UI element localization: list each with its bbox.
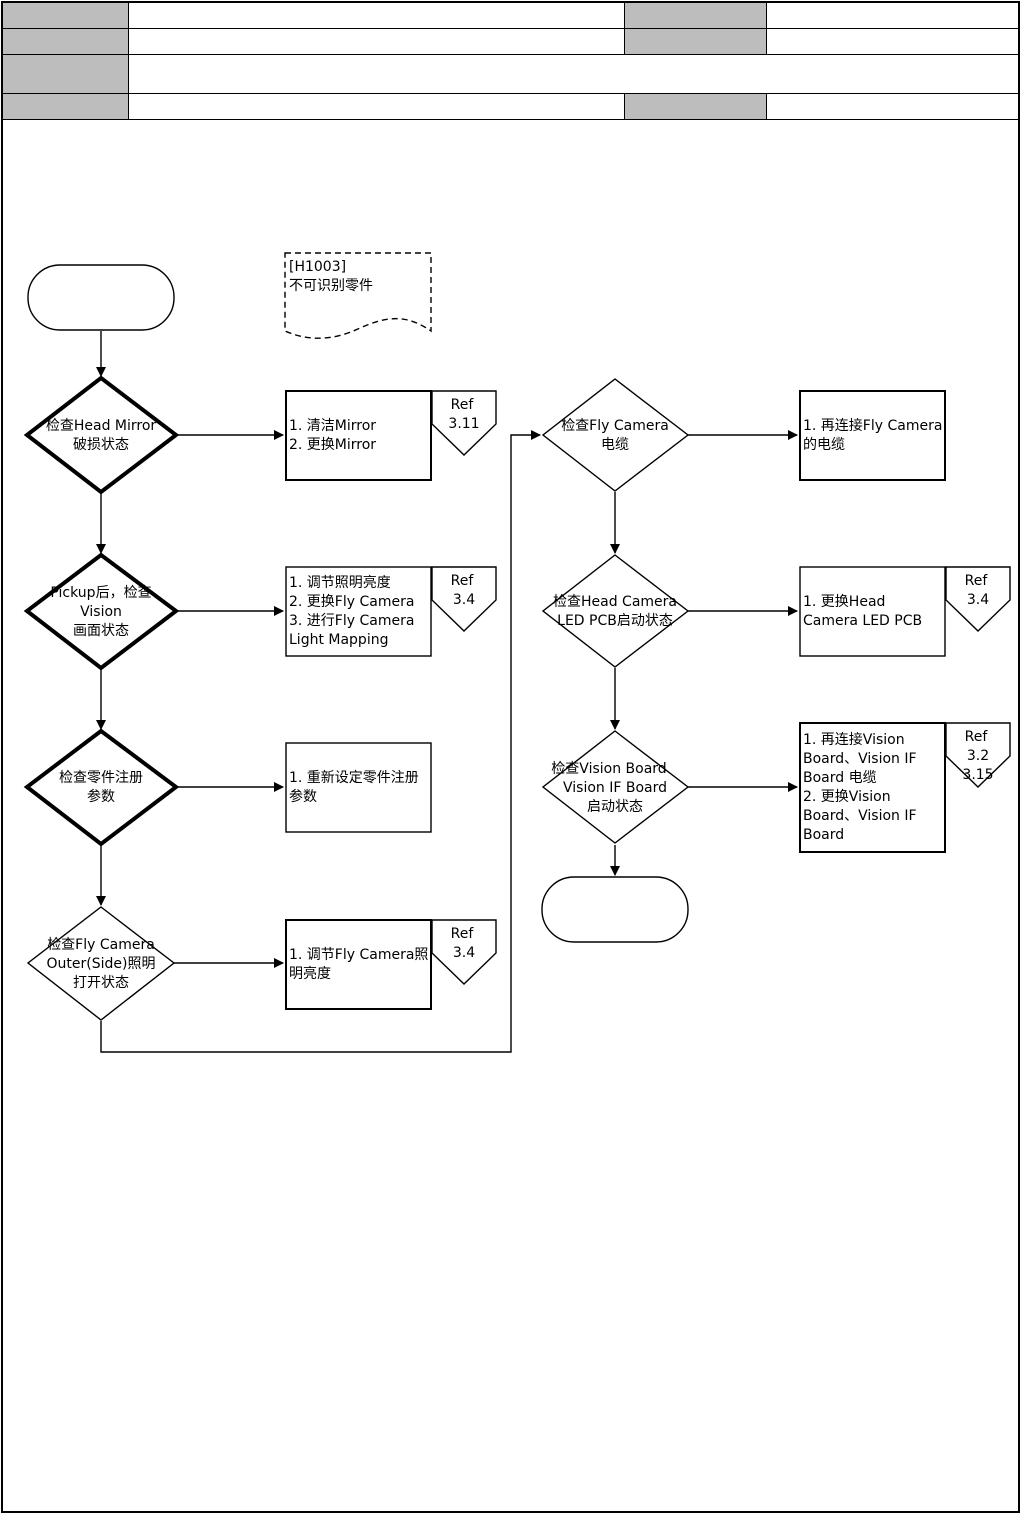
header-label-cell <box>2 28 129 55</box>
header-label-cell <box>624 2 767 29</box>
header-label-cell <box>624 93 767 120</box>
action-text: 1. 再连接Fly Camera <box>803 417 942 434</box>
decision-text: 检查Fly Camera <box>47 937 155 953</box>
decision-text: 检查Fly Camera <box>561 418 669 434</box>
end-terminator <box>541 876 689 943</box>
header-table <box>2 2 1020 120</box>
ref-tag <box>431 390 497 456</box>
start-terminator <box>27 264 175 331</box>
decision-text: 检查Vision Board <box>551 761 666 777</box>
decision-fly-camera-cable <box>541 378 690 492</box>
ref-text: 3.4 <box>453 592 475 608</box>
ref-text: 3.4 <box>453 945 475 961</box>
ref-tag <box>945 566 1011 632</box>
action-box-vision-board <box>799 722 946 853</box>
decision-text: Pickup后，检查 <box>50 585 151 601</box>
ref-tag <box>431 566 497 632</box>
ref-text: Ref <box>965 729 989 745</box>
header-label-cell <box>2 54 129 94</box>
action-text: 参数 <box>289 788 317 805</box>
ref-text: Ref <box>451 573 475 589</box>
ref-text: 3.15 <box>962 767 993 783</box>
action-text: Camera LED PCB <box>803 613 922 629</box>
decision-text: Vision IF Board <box>563 780 667 796</box>
decision-part-registration <box>23 728 180 847</box>
action-text: 1. 重新设定零件注册 <box>289 770 419 786</box>
decision-text: 电缆 <box>601 437 629 453</box>
ref-text: Ref <box>451 397 475 413</box>
header-value-cell <box>128 93 625 120</box>
action-box-lighting <box>285 566 432 657</box>
header-value-cell <box>128 2 625 29</box>
header-label-cell <box>624 28 767 55</box>
ref-text: 3.4 <box>967 592 989 608</box>
action-text: 3. 进行Fly Camera <box>289 613 414 629</box>
action-text: Board <box>803 827 844 843</box>
decision-text: 检查Head Mirror <box>46 418 157 434</box>
decision-text: Outer(Side)照明 <box>47 956 156 972</box>
decision-vision-screen <box>23 552 180 671</box>
header-value-cell <box>766 93 1020 120</box>
action-text: 明亮度 <box>289 965 331 982</box>
ref-text: 3.2 <box>967 748 989 764</box>
note-line-2: 不可识别零件 <box>289 278 373 294</box>
decision-fly-camera-light <box>26 906 176 1021</box>
connector-arrow <box>100 430 541 1053</box>
action-text: 1. 清洁Mirror <box>289 418 376 434</box>
action-text: 1. 再连接Vision <box>803 731 905 748</box>
decision-text: 检查Head Camera <box>553 594 677 610</box>
error-code-note <box>284 252 432 339</box>
action-text: 1. 调节照明亮度 <box>289 574 391 591</box>
decision-head-mirror <box>23 375 180 495</box>
action-box-brightness <box>285 919 432 1010</box>
decision-text: 打开状态 <box>73 974 129 991</box>
decision-vision-board <box>541 730 690 844</box>
action-box-registration <box>285 742 432 833</box>
action-text: Board、Vision IF <box>803 751 917 767</box>
decision-text: 启动状态 <box>587 799 643 815</box>
ref-text: Ref <box>965 573 989 589</box>
action-text: Light Mapping <box>289 632 388 648</box>
action-box-mirror <box>285 390 432 481</box>
action-text: 2. 更换Vision <box>803 788 891 805</box>
decision-text: LED PCB启动状态 <box>557 613 673 629</box>
decision-text: Vision <box>80 604 122 620</box>
decision-text: 参数 <box>87 788 115 805</box>
action-text: Board 电缆 <box>803 770 877 786</box>
ref-text: 3.11 <box>448 416 479 432</box>
header-label-cell <box>2 93 129 120</box>
decision-head-camera-led <box>541 554 690 668</box>
decision-text: 检查零件注册 <box>59 770 143 786</box>
action-text: 2. 更换Mirror <box>289 436 376 453</box>
ref-tag <box>431 919 497 985</box>
note-line-1: [H1003] <box>289 259 346 275</box>
action-text: 的电缆 <box>803 437 845 453</box>
action-text: 2. 更换Fly Camera <box>289 593 414 610</box>
ref-tag <box>945 722 1011 788</box>
decision-text: 破损状态 <box>73 437 129 453</box>
action-box-led-pcb <box>799 566 946 657</box>
action-text: 1. 更换Head <box>803 593 885 610</box>
decision-text: 画面状态 <box>73 623 129 639</box>
action-text: 1. 调节Fly Camera照 <box>289 947 428 963</box>
action-text: Board、Vision IF <box>803 808 917 824</box>
ref-text: Ref <box>451 926 475 942</box>
action-box-cable <box>799 390 946 481</box>
